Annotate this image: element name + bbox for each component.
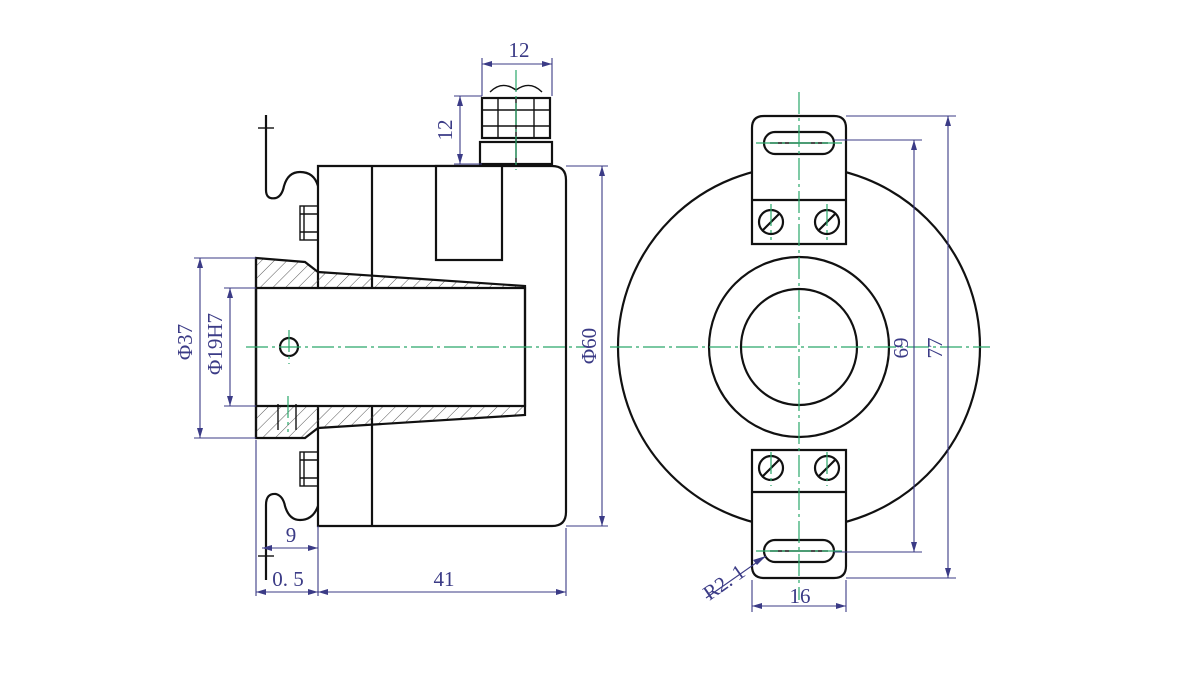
connector-boss — [434, 164, 504, 262]
label-tab-width: 16 — [790, 584, 811, 608]
dim-cable-gland-height: 12 — [433, 95, 482, 165]
mounting-spring-top — [264, 115, 320, 200]
label-gland-width: 12 — [509, 38, 530, 62]
dim-body-diameter: Φ60 — [566, 165, 608, 527]
side-view: 12 12 Φ37 Φ19H7 — [173, 38, 608, 596]
dim-slot-spacing-inner: 69 — [834, 139, 922, 553]
dim-slot-spacing-outer: 77 — [846, 115, 956, 579]
mounting-spring-bottom — [264, 492, 320, 580]
flange-screw-bottom — [299, 451, 319, 487]
dim-flange-diameter: Φ37 — [173, 257, 256, 439]
label-flange-gap: 0. 5 — [272, 567, 304, 591]
label-flange-offset: 9 — [286, 523, 297, 547]
label-slot-spacing-outer: 77 — [923, 338, 947, 359]
label-slot-radius: R2. 1 — [698, 559, 749, 605]
label-body-length: 41 — [434, 567, 455, 591]
dim-slot-radius: R2. 1 — [698, 555, 767, 605]
dim-cable-gland-width: 12 — [481, 38, 553, 96]
label-flange-diameter: Φ37 — [173, 324, 197, 360]
label-gland-height: 12 — [433, 120, 457, 141]
dim-tab-width: 16 — [751, 580, 847, 612]
dim-body-length: 0. 5 41 — [256, 528, 567, 596]
label-slot-spacing-inner: 69 — [889, 338, 913, 359]
front-view: 69 77 R2. 1 16 — [610, 92, 990, 612]
dim-shaft-bore: Φ19H7 — [203, 287, 256, 407]
flange-screw-top — [299, 205, 319, 241]
dim-flange-offset: 9 — [255, 440, 319, 596]
mounting-tab-bottom — [750, 448, 848, 580]
label-shaft-bore: Φ19H7 — [203, 313, 227, 375]
label-body-diameter: Φ60 — [577, 328, 601, 364]
